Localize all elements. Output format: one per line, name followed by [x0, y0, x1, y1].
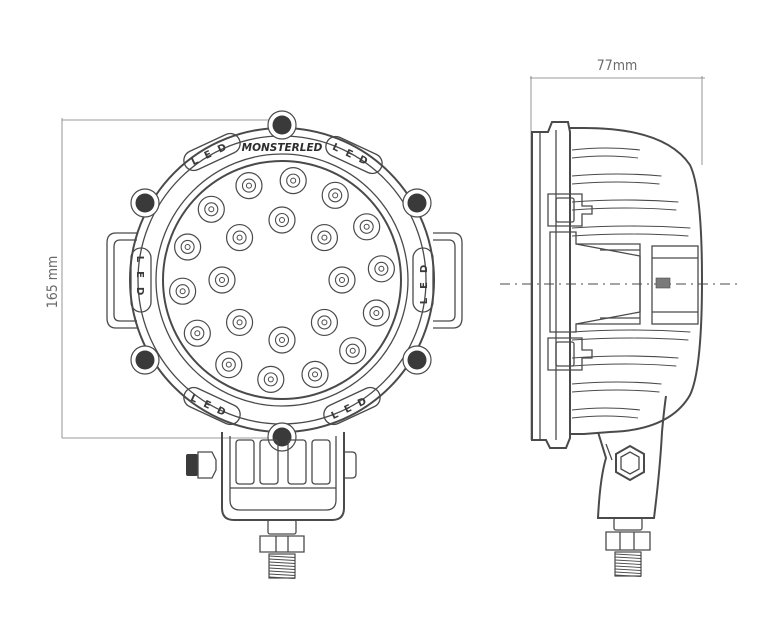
hex-nut [615, 444, 645, 482]
brand-logo: MONSTERLED [242, 142, 323, 154]
led-emitter [362, 299, 390, 327]
heatsink-fin [571, 147, 640, 151]
heatsink-fin [571, 389, 660, 393]
led-emitter [268, 326, 296, 354]
lens-ring [162, 160, 402, 400]
driver-housing [549, 231, 641, 333]
led-emitter [257, 365, 285, 393]
led-emitter [174, 233, 202, 261]
screw-boss [130, 345, 160, 375]
screw-boss [267, 110, 297, 140]
left-side-tab [106, 232, 137, 329]
led-emitter [268, 206, 296, 234]
svg-text:LED: LED [188, 393, 234, 422]
heatsink-fin [571, 337, 689, 341]
threaded-stud-front [259, 519, 305, 579]
heatsink-fin [571, 199, 679, 203]
height-dimension-label: 165 mm [45, 256, 61, 309]
heatsink-body [570, 127, 704, 435]
front-view: LED LED LED LED LED LED MONSTERLED [106, 110, 463, 579]
led-emitter [328, 266, 356, 294]
led-emitter [321, 181, 349, 209]
heatsink-fin [571, 381, 662, 385]
led-emitter [301, 360, 329, 388]
bracket-bolt-right [344, 451, 357, 479]
ring-label-left: LED [130, 247, 152, 313]
led-emitter [339, 337, 367, 365]
side-mount-foot [596, 395, 667, 519]
right-side-tab [433, 232, 463, 329]
heatsink-fin [571, 181, 660, 185]
led-emitter [197, 195, 225, 223]
led-array [169, 167, 395, 393]
screw-bosses [130, 110, 432, 452]
bracket-bolt-left [186, 454, 198, 476]
led-emitter [215, 351, 243, 379]
led-emitter [225, 223, 254, 252]
threaded-stud-side [605, 517, 651, 577]
heatsink-fin [571, 329, 691, 333]
svg-text:LED: LED [134, 256, 145, 305]
ring-label-right: LED [412, 247, 434, 313]
heatsink-fin [571, 407, 640, 411]
side-screw-top [547, 193, 593, 227]
height-dimension: 165 mm [45, 118, 280, 439]
led-emitter [208, 266, 236, 294]
heatsink-fin [571, 415, 638, 419]
svg-text:LED: LED [419, 256, 430, 305]
screw-boss [267, 422, 297, 452]
led-emitter [310, 308, 339, 337]
heatsink-fin [571, 173, 662, 177]
led-emitter [310, 223, 339, 252]
led-emitter [235, 172, 263, 200]
side-screw-bottom [547, 337, 593, 371]
screw-boss [402, 188, 432, 218]
heatsink-fin [571, 233, 689, 237]
heatsink-fin [571, 363, 677, 367]
led-emitter [225, 308, 254, 337]
depth-dimension-label: 77mm [597, 58, 638, 74]
side-view [500, 121, 742, 577]
led-emitter [169, 277, 197, 305]
screw-boss [402, 345, 432, 375]
heatsink-fin [571, 207, 677, 211]
heatsink-fin [571, 225, 691, 229]
led-emitter [353, 213, 381, 241]
svg-text:LED: LED [330, 393, 376, 422]
front-bezel-profile [531, 121, 571, 449]
led-emitter [367, 255, 395, 283]
heatsink-fin [571, 355, 679, 359]
screw-boss [130, 188, 160, 218]
led-emitter [279, 167, 307, 195]
led-emitter [183, 319, 211, 347]
heatsink-fin [571, 155, 638, 159]
